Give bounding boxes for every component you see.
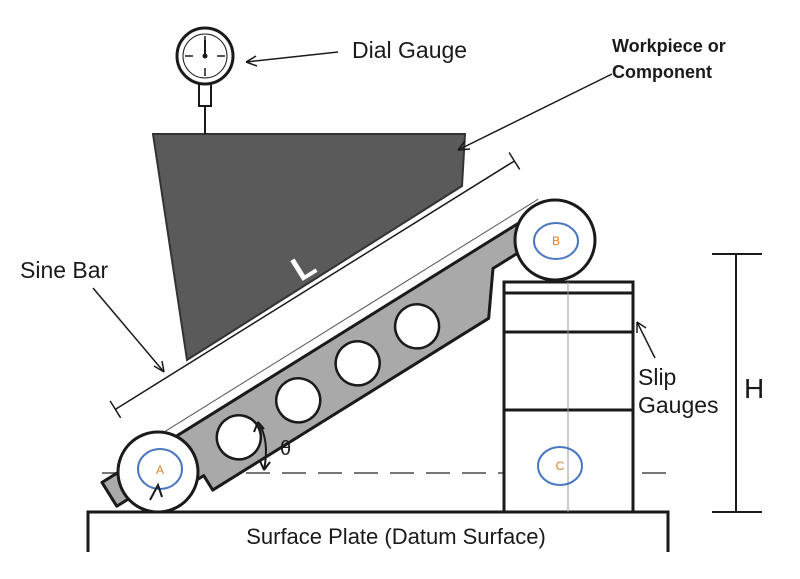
height-dimension [712, 253, 762, 513]
workpiece-label: Workpiece or [612, 36, 726, 56]
angle-label: θ [280, 438, 291, 460]
sine-bar-hole [334, 340, 381, 387]
leader-arrows [92, 51, 656, 373]
roller-b-label: B [552, 234, 560, 248]
dial-gauge [175, 26, 235, 134]
dial-gauge-label: Dial Gauge [352, 37, 467, 63]
roller-a-label: A [156, 463, 164, 477]
workpiece [151, 133, 467, 362]
gauges-label: Gauges [638, 392, 719, 418]
height-label: H [744, 373, 764, 404]
roller-c-label: C [556, 459, 565, 473]
roller-b: B [513, 198, 597, 282]
surface-plate [86, 510, 670, 552]
slip-label: Slip [638, 364, 676, 390]
roller-c: C [537, 446, 583, 486]
angle-arc [253, 421, 271, 471]
sine-bar-hole [274, 377, 322, 424]
sine-bar-label: Sine Bar [20, 257, 109, 283]
slip-gauge-stack [502, 280, 635, 514]
surface-plate-label: Surface Plate (Datum Surface) [246, 524, 546, 549]
sine-bar-hole [393, 303, 441, 350]
roller-a: A [116, 430, 200, 514]
component-label: Component [612, 62, 712, 82]
